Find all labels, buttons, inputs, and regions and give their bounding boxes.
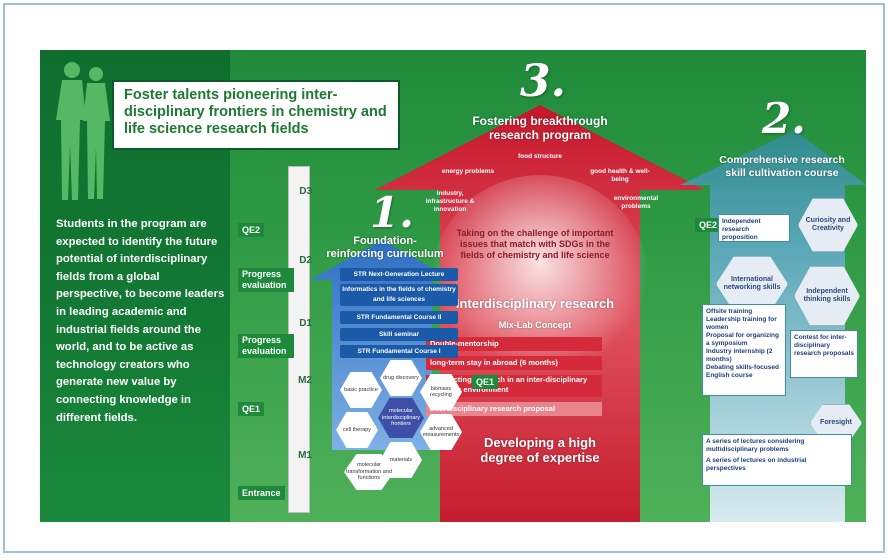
progress-evaluation-tag-2: Progress evaluation [238,334,294,358]
title-box: Foster talents pioneering inter-discipli… [112,80,400,150]
hex-advanced-measurements: advanced measurements [420,414,462,450]
independent-thinking-hex: Independent thinking skills [794,266,860,326]
qe1-tag: QE1 [238,402,265,416]
level-m1: M1 [298,450,312,461]
intro-text: Students in the program are expected to … [56,218,225,424]
mixlab-label: Mix-Lab Concept [498,320,572,330]
hex-molecular-transformation: molecular transformation and functions [344,454,394,490]
course-pill-next-gen: STR Next-Generation Lecture [340,268,458,281]
independent-proposition-box: Independent research proposition [718,214,790,242]
lecture-item: A series of lectures considering multidi… [706,438,805,453]
ray-energy: energy problems [441,168,495,175]
challenge-text: Taking on the challenge of important iss… [456,228,614,260]
training-item: Debating skills-focused English course [706,364,779,379]
course-pill-fundamental-1: STR Fundamental Course I [340,345,458,358]
qe2-tag: QE2 [238,223,265,237]
section-2-number: 2. [762,94,806,143]
hex-drug-discovery: drug discovery [380,360,422,396]
training-item: Offsite training [706,308,753,315]
qe1-research-tag: QE1 [472,375,499,389]
entrance-tag: Entrance [238,486,285,500]
ray-environment: environmental problems [613,195,659,210]
mixlab-item-4: Interdisciplinary research proposal [426,402,602,416]
students-silhouette-icon [56,62,110,200]
mixlab-item-2: long-term stay in abroad (6 months) [426,356,602,370]
hex-cell-therapy: cell therapy [336,412,378,448]
lectures-box: A series of lectures considering multidi… [702,434,852,486]
interdisciplinary-research-label: Interdisciplinary research [455,296,615,311]
section-2-title: Comprehensive research skill cultivation… [719,154,845,179]
mixlab-item-3: Conducting research in an inter-discipli… [426,375,602,397]
international-hex: International networking skills [716,256,788,312]
section-3-number: 3. [520,56,566,107]
program-diagram: Foster talents pioneering inter-discipli… [40,50,866,522]
training-list-box: Offsite training Leadership training for… [702,304,786,396]
mixlab-item-1: Double-mentorship [426,337,602,351]
section-1-number: 1. [370,188,414,237]
level-d2: D2 [299,255,312,266]
contest-box: Contest for inter-disciplinary research … [790,330,858,378]
section-3-title: Fostering breakthrough research program [472,114,608,142]
qe2-skill-tag: QE2 [695,218,722,232]
ray-food-structure: food structure [517,153,563,160]
training-item: Industry internship (2 months) [706,348,773,363]
progress-evaluation-tag-1: Progress evaluation [238,268,294,292]
level-d1: D1 [299,318,312,329]
curiosity-hex: Curiosity and Creativity [798,198,858,252]
training-item: Leadership training for women [706,316,777,331]
lecture-item: A series of lectures on industrial persp… [706,457,807,472]
ray-industry: industry, infrastructure & innovation [425,190,475,213]
hex-basic-practice: basic practice [340,372,382,408]
course-pill-skill-seminar: Skill seminar [340,328,458,341]
section-1-title: Foundation-reinforcing curriculum [326,235,444,260]
training-item: Proposal for organizing a symposium [706,332,779,347]
expertise-text: Developing a high degree of expertise [480,435,600,465]
ray-health: good health & well-being [590,168,650,183]
level-m2: M2 [298,375,312,386]
level-d3: D3 [299,186,312,197]
course-pill-informatics: Informatics in the fields of chemistry a… [340,284,458,306]
course-pill-fundamental-2: STR Fundamental Course II [340,311,458,324]
hex-biomass: biomass recycling [420,374,462,410]
